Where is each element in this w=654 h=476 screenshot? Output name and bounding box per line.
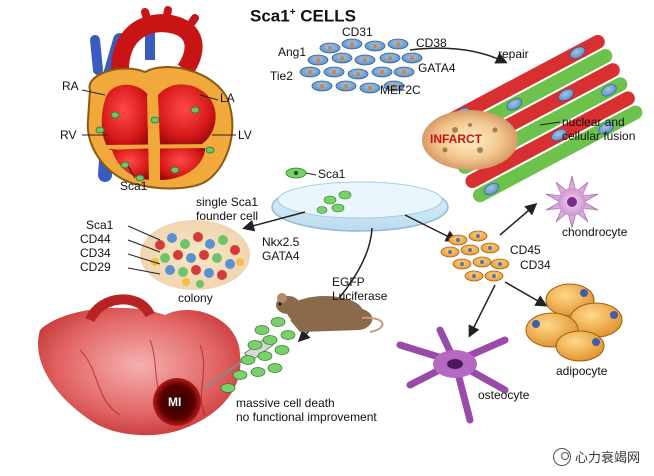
label-la: LA [220, 91, 235, 105]
label-colony-cd34: CD34 [80, 246, 111, 260]
label-fusion-line1: nuclear and [562, 115, 625, 129]
label-nkx25: Nkx2.5 [262, 235, 300, 249]
label-mef2c: MEF2C [380, 83, 421, 97]
label-lv: LV [238, 128, 252, 142]
label-chondrocyte: chondrocyte [562, 225, 628, 239]
wechat-icon [552, 447, 571, 466]
label-tie2: Tie2 [270, 69, 293, 83]
label-heart-sca1: Sca1 [120, 179, 148, 193]
label-cell-death: massive cell death [236, 396, 335, 410]
label-dish-sca1: Sca1 [318, 167, 346, 181]
watermark-text: 心力衰竭网 [574, 450, 640, 465]
label-cd38: CD38 [416, 36, 447, 50]
watermark: 心力衰竭网 [552, 447, 640, 466]
cardiac-muscle-fibers [422, 34, 643, 203]
arrow-to-chondrocyte [499, 203, 538, 236]
label-cd34: CD34 [520, 258, 551, 272]
label-osteocyte: osteocyte [478, 388, 530, 402]
label-ra: RA [62, 79, 79, 93]
label-luciferase: Luciferase [332, 289, 388, 303]
label-colony-gata4: GATA4 [262, 249, 300, 263]
mi-lesion [153, 378, 201, 426]
label-colony-cd44: CD44 [80, 232, 111, 246]
arrow-to-markers [404, 214, 458, 242]
label-cd31: CD31 [342, 25, 373, 39]
title-superscript: + [289, 7, 296, 18]
arrow-to-adipocyte [504, 281, 548, 307]
label-repair: repair [498, 47, 529, 61]
page-title: Sca1+ CELLS [250, 4, 356, 26]
adipocyte-cells [525, 283, 623, 362]
cd45-cd34-cell-cluster [440, 230, 510, 282]
infarct-zone [422, 110, 518, 170]
label-mi: MI [168, 395, 182, 409]
chondrocyte-cell [545, 175, 599, 229]
label-founder-line1: single Sca1 [196, 195, 259, 209]
heart-illustration [81, 6, 236, 190]
injected-green-cells [220, 317, 296, 393]
mouse-illustration [276, 293, 384, 333]
label-cd45: CD45 [510, 243, 541, 257]
label-egfp: EGFP [332, 275, 365, 289]
label-colony: colony [178, 291, 213, 305]
label-colony-sca1: Sca1 [86, 218, 114, 232]
label-infarct: INFARCT [430, 132, 482, 146]
label-gata4: GATA4 [418, 61, 456, 75]
label-rv: RV [60, 128, 77, 142]
label-founder-line2: founder cell [196, 209, 259, 223]
label-fusion-line2: cellular fusion [562, 129, 636, 143]
arrow-to-colony [242, 211, 306, 232]
label-no-improvement: no functional improvement [236, 410, 377, 424]
title-rest: CELLS [295, 6, 356, 26]
colony-illustration [127, 220, 250, 290]
label-ang1: Ang1 [278, 45, 307, 59]
repair-arrow [409, 47, 508, 64]
infarcted-heart-illustration [38, 294, 241, 436]
arrow-to-osteocyte [468, 284, 496, 338]
label-adipocyte: adipocyte [556, 364, 608, 378]
label-colony-cd29: CD29 [80, 260, 111, 274]
title-main: Sca1 [250, 6, 290, 26]
osteocyte-cell [396, 326, 509, 424]
petri-dish [271, 167, 449, 232]
